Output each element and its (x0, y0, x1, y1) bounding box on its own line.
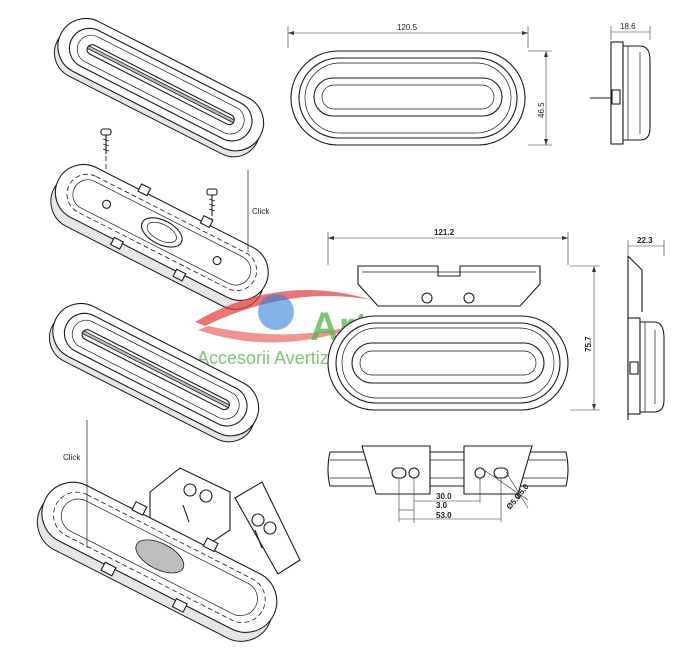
dim-bracket-depth: 22.3 (637, 236, 653, 245)
side-view-top: 18.6 (590, 22, 651, 145)
dim-hole-spacing-c: 53.0 (436, 511, 452, 520)
lamp-body-top (53, 17, 265, 158)
dim-bracket-height: 75.7 (584, 336, 593, 352)
side-view-bracket: 22.3 (627, 236, 665, 420)
dim-bracket-width: 121.2 (434, 228, 455, 237)
dim-hole-spacing-a: 30.0 (436, 492, 452, 501)
screw-left (100, 128, 112, 210)
bottom-view-bracket: 30.0 3.0 53.0 Ø5.0 Ø5.0 (327, 445, 569, 523)
click-label-top: Click (252, 207, 270, 216)
dim-hole-spacing-b: 3.0 (436, 501, 448, 510)
dim-top-height: 46.5 (537, 102, 546, 118)
click-label-bottom: Click (63, 453, 81, 462)
dim-top-depth: 18.6 (620, 22, 636, 31)
base-frame-bottom (36, 481, 278, 642)
lamp-body-bottom (48, 302, 260, 443)
dim-top-width: 120.5 (397, 23, 418, 32)
front-view-top: 120.5 46.5 (287, 23, 552, 146)
exploded-view-top: Click (50, 17, 270, 310)
base-frame-top (50, 163, 269, 310)
exploded-view-bottom: Click (36, 302, 301, 642)
front-view-bracket: 121.2 75.7 (327, 228, 600, 411)
